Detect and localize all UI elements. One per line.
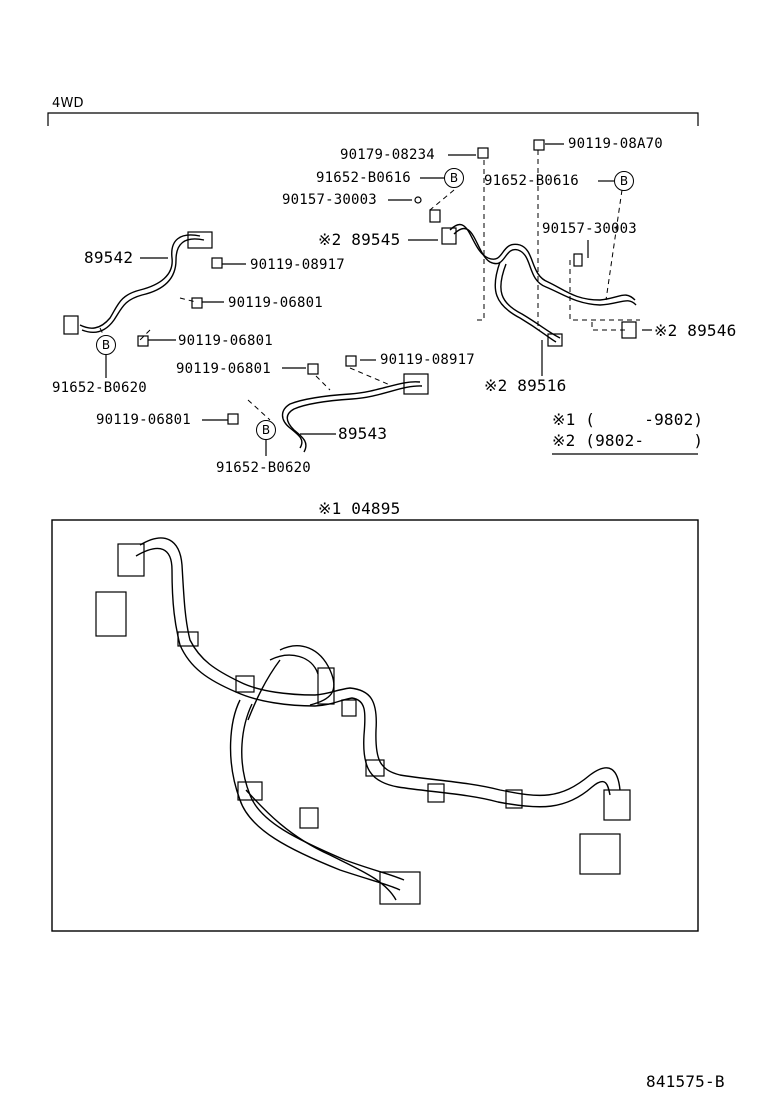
bolt-90119-08A70	[533, 139, 545, 151]
bolt-90119-08917-a	[211, 257, 223, 269]
part-89545: ※2 89545	[318, 230, 401, 249]
variant-frame	[47, 112, 699, 126]
bolt-90119-06801-c	[307, 363, 319, 375]
sensor-89542	[63, 315, 79, 335]
callout-b-2: B	[614, 171, 634, 191]
clip-90157-a	[429, 209, 441, 223]
guide-dash-3	[429, 189, 455, 211]
guide-dash-11	[349, 367, 391, 386]
part-90119-08A70: 90119-08A70	[568, 136, 663, 152]
guide-dash-5	[569, 260, 640, 321]
note-1: ※1 ( -9802)	[552, 410, 704, 429]
guide-dash-9	[179, 297, 197, 303]
part-89543: 89543	[338, 424, 388, 443]
guide-dash-8	[139, 329, 151, 341]
part-91652-B0620-a: 91652-B0620	[52, 380, 147, 396]
harness-89516-lower	[494, 261, 557, 343]
harness-89543-b	[286, 385, 423, 453]
diagram-code: 841575-B	[646, 1072, 725, 1091]
callout-b-3: B	[96, 335, 116, 355]
bolt-90119-06801-b	[137, 335, 149, 347]
part-91652-B0616-b: 91652-B0616	[484, 173, 579, 189]
harness-89543	[281, 381, 421, 449]
bolt-90119-06801-d	[227, 413, 239, 425]
variant-label: 4WD	[52, 96, 84, 111]
guide-dash-4	[605, 189, 623, 301]
guide-dash-1	[476, 160, 485, 321]
assembly-harness	[95, 537, 631, 905]
guide-dash-12	[315, 375, 331, 391]
note-2: ※2 (9802- )	[552, 431, 704, 450]
callout-b-4: B	[256, 420, 276, 440]
part-90119-06801-b: 90119-06801	[178, 333, 273, 349]
part-91652-B0620-b: 91652-B0620	[216, 460, 311, 476]
bolt-90119-08917-b	[345, 355, 357, 367]
bolt-90119-06801-a	[191, 297, 203, 309]
part-90157-30003-a: 90157-30003	[282, 192, 377, 208]
harness-89516-upper-b	[453, 227, 637, 306]
sensor-89545	[441, 227, 457, 245]
assembly-label: ※1 04895	[318, 499, 401, 518]
part-90119-08917-b: 90119-08917	[380, 352, 475, 368]
harness-89542-b	[81, 238, 205, 333]
part-90179-08234: 90179-08234	[340, 147, 435, 163]
guide-dash-6	[591, 322, 628, 331]
harness-89542	[79, 234, 201, 329]
bolt-90179	[477, 147, 489, 159]
part-90119-06801-a: 90119-06801	[228, 295, 323, 311]
part-89542: 89542	[84, 248, 134, 267]
part-89516: ※2 89516	[484, 376, 567, 395]
guide-dash-10	[247, 399, 271, 421]
bracket-89542	[187, 231, 213, 249]
harness-89516-upper	[449, 223, 636, 301]
part-90119-06801-d: 90119-06801	[96, 412, 191, 428]
part-90119-08917-a: 90119-08917	[250, 257, 345, 273]
part-89546: ※2 89546	[654, 321, 737, 340]
connector-89516	[547, 333, 563, 347]
part-91652-B0616-a: 91652-B0616	[316, 170, 411, 186]
assembly-frame	[51, 519, 699, 932]
clip-90157-b	[573, 253, 583, 267]
harness-89516-lower-b	[500, 263, 561, 339]
callout-b-1: B	[444, 168, 464, 188]
clip-small	[414, 196, 422, 204]
sensor-89546	[621, 321, 637, 339]
part-90119-06801-c: 90119-06801	[176, 361, 271, 377]
bracket-89543	[403, 373, 429, 395]
part-90157-30003-b: 90157-30003	[542, 221, 637, 237]
